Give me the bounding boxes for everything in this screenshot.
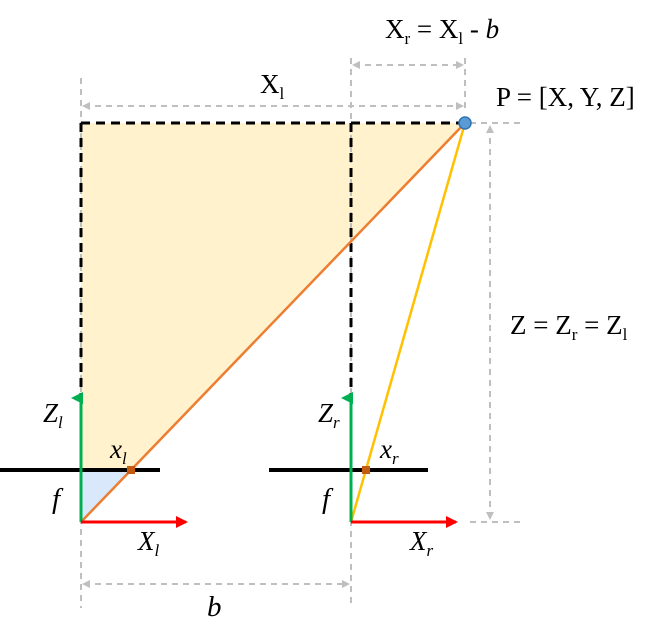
label-f-right: f xyxy=(322,483,334,515)
label-Xr-axis: Xr xyxy=(409,526,434,560)
label-P: P = [X, Y, Z] xyxy=(496,82,635,112)
label-xr: xr xyxy=(379,434,399,468)
right-ray xyxy=(349,122,467,523)
left-ray xyxy=(80,122,466,523)
label-xl: xl xyxy=(109,434,127,468)
label-Xl-top: Xl xyxy=(260,69,285,103)
label-Xr-equation: Xr = Xl - b xyxy=(385,14,499,48)
point-P xyxy=(458,116,472,130)
right-image-point xyxy=(362,466,370,474)
label-b-bottom: b xyxy=(207,591,222,623)
label-Xl-axis: Xl xyxy=(137,526,160,560)
label-Zr: Zr xyxy=(318,398,340,432)
left-image-point xyxy=(127,466,135,474)
label-Zl: Zl xyxy=(43,398,63,432)
label-Z-equation: Z = Zr = Zl xyxy=(510,310,628,344)
label-f-left: f xyxy=(52,483,64,515)
